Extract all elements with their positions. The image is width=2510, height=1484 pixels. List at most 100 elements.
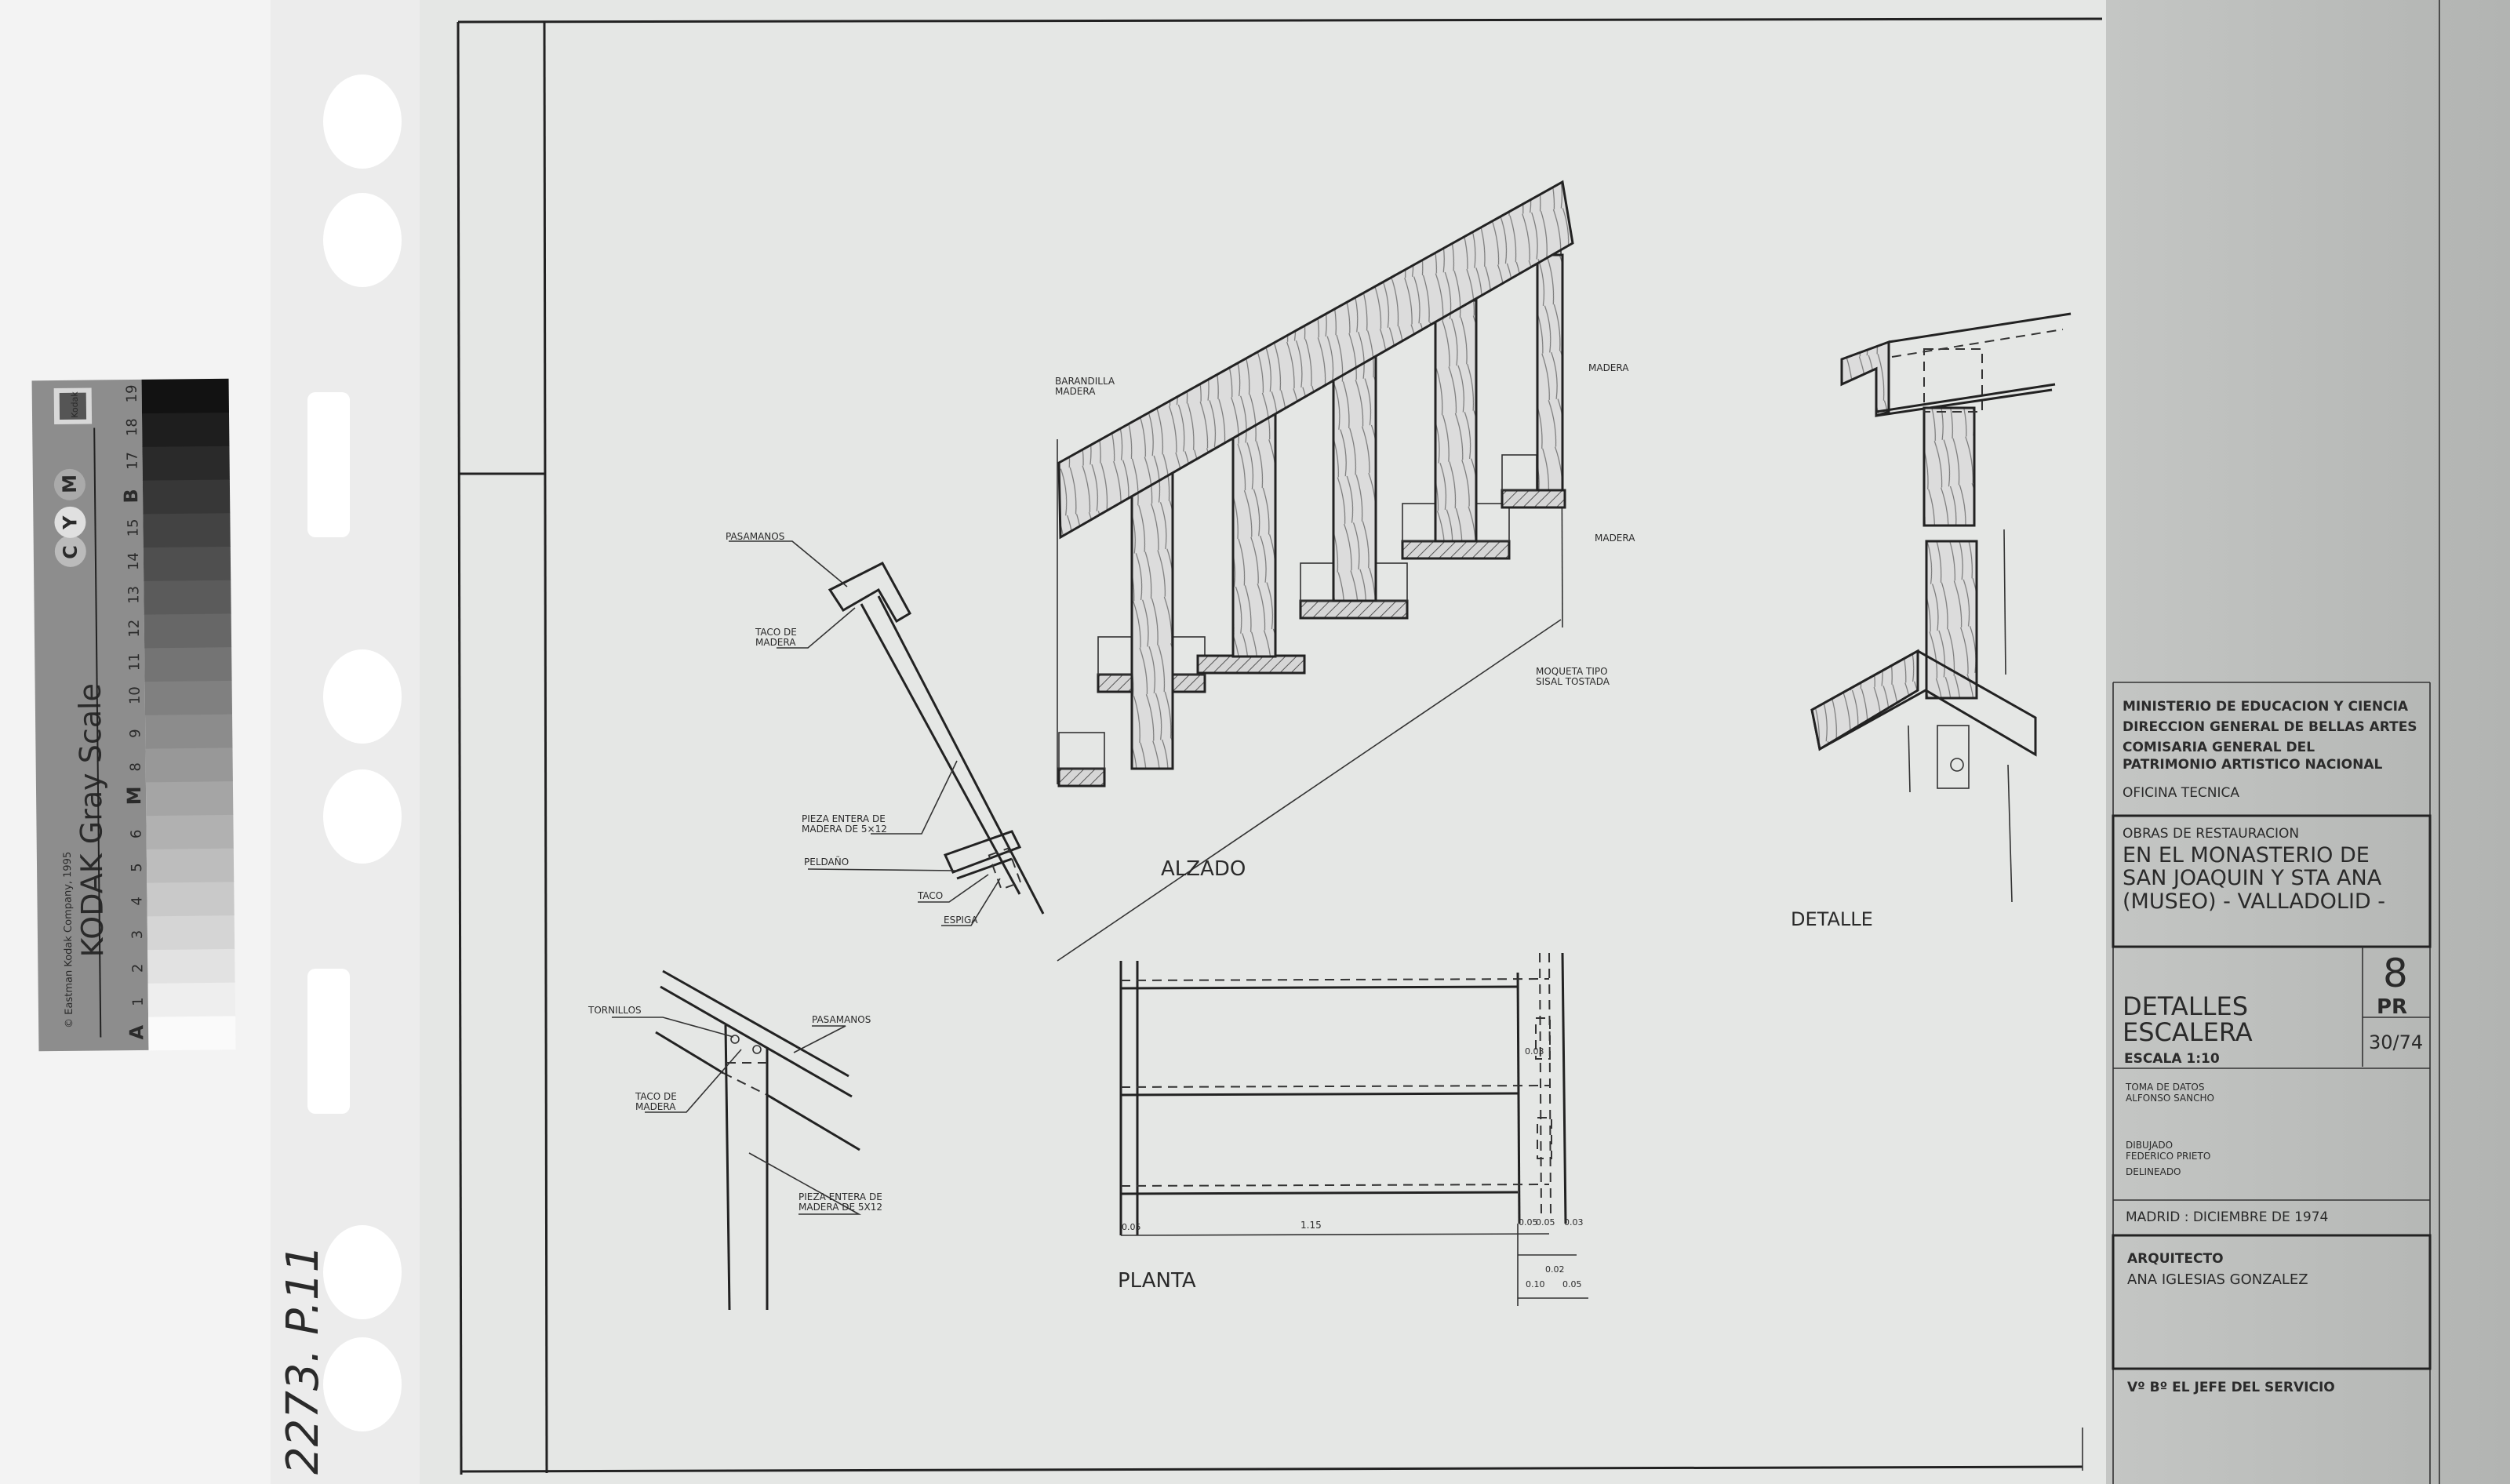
- label-taco: TACO: [917, 890, 943, 901]
- handrail-joint: TORNILLOS PASAMANOS TACO DE MADERA PIEZA…: [587, 969, 882, 1311]
- dim-010: 0.10: [1526, 1279, 1545, 1289]
- office: OFICINA TECNICA: [2123, 785, 2239, 801]
- dim-main: 1.15: [1300, 1220, 1322, 1231]
- label-pasamanos: PASAMANOS: [726, 531, 784, 542]
- project-line-2: SAN JOAQUIN Y STA ANA: [2123, 866, 2382, 890]
- drawn-author: FEDERICO PRIETO: [2126, 1151, 2210, 1162]
- gray-step: [147, 915, 235, 951]
- gray-step-label: B: [120, 489, 142, 504]
- gray-step: [144, 680, 233, 715]
- sheet-title-1: DETALLES: [2123, 991, 2248, 1021]
- sheet-number: 8: [2383, 951, 2408, 996]
- ministry-line-4: PATRIMONIO ARTISTICO NACIONAL: [2123, 757, 2382, 773]
- gray-step: [146, 814, 234, 849]
- data-label: TOMA DE DATOS: [2125, 1082, 2205, 1093]
- label-taco-madera: MADERA: [755, 637, 796, 648]
- ministry-line-3: COMISARIA GENERAL DEL: [2123, 740, 2315, 755]
- gray-step: [147, 881, 235, 917]
- gray-step-label: 10: [127, 686, 144, 704]
- sheet-title-2: ESCALERA: [2123, 1017, 2253, 1047]
- kodak-gray-scale: Kodak KODAK Gray Scale © Eastman Kodak C…: [31, 378, 236, 1052]
- gray-step-label: 18: [124, 418, 140, 436]
- place-date: MADRID : DICIEMBRE DE 1974: [2126, 1209, 2328, 1225]
- label-pieza-2: MADERA DE 5×12: [802, 824, 887, 835]
- color-mark-c: C: [60, 545, 82, 559]
- label-barandilla: BARANDILLA: [1055, 376, 1115, 387]
- kodak-title: KODAK Gray Scale: [73, 683, 111, 958]
- gray-step: [145, 780, 234, 817]
- title-strip: [2106, 0, 2510, 1484]
- label-barandilla-madera: MADERA: [1055, 386, 1096, 397]
- gray-step-label: 6: [129, 830, 145, 839]
- baluster-section: PASAMANOS TACO DE MADERA PIEZA ENTERA DE…: [726, 531, 1045, 926]
- gray-step: [141, 378, 229, 414]
- gray-step-label: 12: [126, 620, 143, 638]
- plan-view: 0.05 1.15 0.05 0.05 0.03 0.03 0.02 0.10 …: [1118, 952, 1588, 1306]
- gray-step-label: 14: [126, 552, 142, 570]
- color-mark-m: M: [59, 475, 81, 493]
- gray-step: [145, 747, 233, 783]
- label-pieza-4: MADERA DE 5X12: [798, 1202, 882, 1213]
- label-pasamanos-2: PASAMANOS: [812, 1014, 871, 1025]
- gray-step-label: M: [123, 786, 145, 805]
- dim-right-c: 0.03: [1564, 1217, 1584, 1228]
- gray-step: [144, 613, 232, 649]
- gray-step: [148, 1015, 236, 1051]
- view-title-planta: PLANTA: [1118, 1269, 1196, 1293]
- handrail: [1057, 180, 1574, 540]
- gray-step-label: 17: [125, 452, 141, 470]
- label-sisal: SISAL TOSTADA: [1536, 676, 1610, 687]
- dim-002: 0.02: [1545, 1264, 1565, 1275]
- dim-right-a: 0.05: [1519, 1217, 1538, 1228]
- isometric-detail: DETALLE: [1791, 312, 2072, 930]
- gray-step: [141, 412, 230, 447]
- label-taco-de: TACO DE: [755, 627, 797, 638]
- architect-label: ARQUITECTO: [2127, 1251, 2224, 1267]
- binder-holes: [307, 75, 402, 1431]
- gray-step-label: 1: [130, 997, 147, 1006]
- gray-step: [144, 646, 232, 682]
- view-title-detalle: DETALLE: [1791, 908, 1873, 930]
- label-moqueta: MOQUETA TIPO: [1536, 666, 1608, 677]
- view-title-alzado: ALZADO: [1161, 857, 1246, 881]
- gray-step: [143, 512, 231, 548]
- gray-step: [147, 948, 235, 984]
- archive-mark: 2273. P.11: [278, 1245, 329, 1475]
- label-madera-top: MADERA: [1588, 362, 1629, 373]
- drawing-border: [457, 17, 2103, 1475]
- kodak-logo-text: Kodak: [70, 391, 80, 418]
- gray-step-label: 13: [126, 586, 142, 604]
- gray-step: [142, 478, 231, 515]
- label-taco-de-2: TACO DE: [635, 1091, 677, 1102]
- gray-step: [145, 714, 233, 749]
- gray-step: [144, 580, 231, 615]
- color-marks: C Y M: [53, 468, 86, 567]
- balusters: [1130, 253, 1564, 770]
- elevation-view: BARANDILLA MADERA MADERA MADERA MOQUETA …: [1055, 180, 1635, 962]
- drawn-label: DIBUJADO: [2126, 1140, 2173, 1151]
- gray-step-label: 2: [129, 964, 146, 973]
- title-block: MINISTERIO DE EDUCACION Y CIENCIA DIRECC…: [2112, 682, 2432, 1484]
- ministry-line-2: DIRECCION GENERAL DE BELLAS ARTES: [2123, 719, 2417, 735]
- kodak-copyright: © Eastman Kodak Company, 1995: [62, 852, 75, 1028]
- label-espiga: ESPIGA: [944, 915, 978, 926]
- file-ref: 30/74: [2369, 1031, 2423, 1053]
- paper: [420, 0, 2106, 1484]
- scale: ESCALA 1:10: [2124, 1051, 2220, 1067]
- project-line-1: EN EL MONASTERIO DE: [2123, 843, 2370, 867]
- lined-label: DELINEADO: [2126, 1166, 2181, 1177]
- gray-step-label: 3: [129, 930, 146, 940]
- gray-step: [147, 982, 236, 1017]
- sheet-code: PR: [2377, 995, 2407, 1019]
- dim-mortise: 0.03: [1525, 1046, 1544, 1057]
- project-intro: OBRAS DE RESTAURACION: [2123, 826, 2299, 842]
- data-author: ALFONSO SANCHO: [2126, 1093, 2214, 1104]
- gray-step-label: 4: [129, 897, 145, 906]
- label-pieza-3: PIEZA ENTERA DE: [798, 1191, 882, 1202]
- gray-step: [143, 546, 231, 581]
- gray-step: [146, 848, 235, 883]
- gray-step-label: 5: [129, 863, 145, 872]
- gray-step-label: 19: [124, 384, 140, 402]
- gray-step-label: A: [126, 1024, 147, 1039]
